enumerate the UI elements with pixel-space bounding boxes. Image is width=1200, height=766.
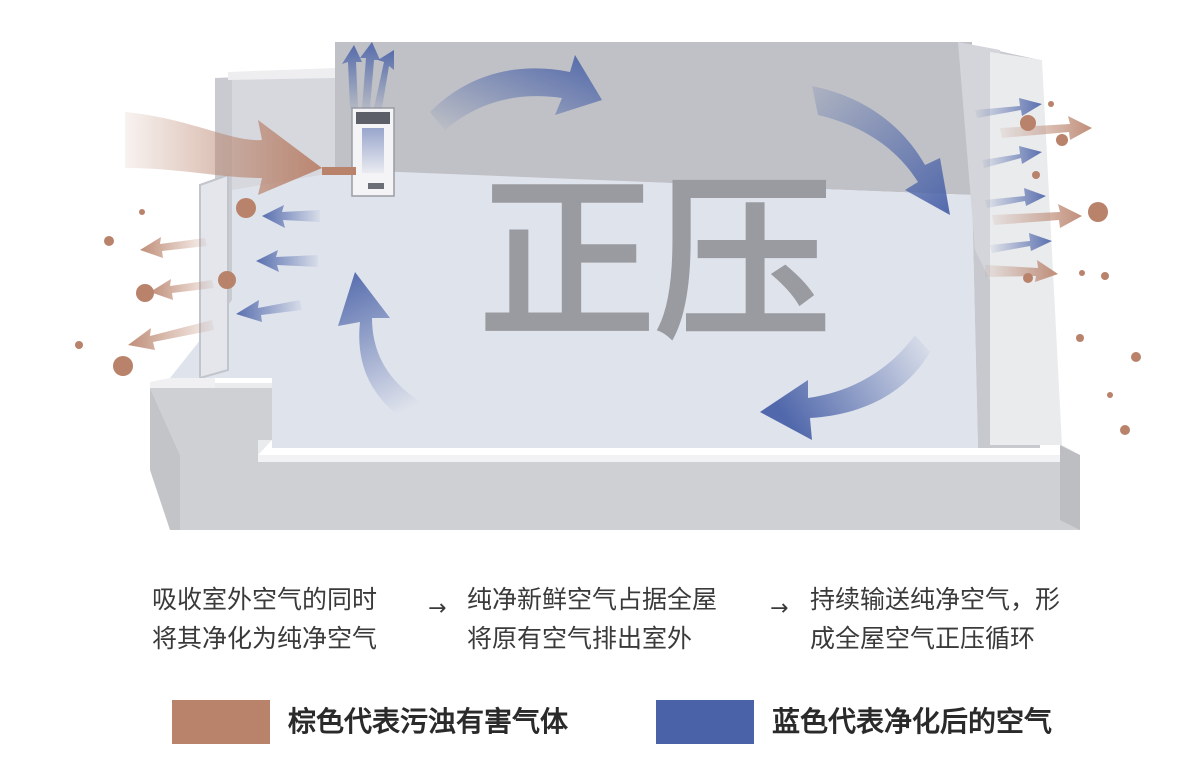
right-outflow-brown: [985, 116, 1092, 282]
step-2-line2: 将原有空气排出室外: [467, 624, 693, 653]
curved-arrow-icon: [760, 335, 930, 440]
step-arrow-icon: →: [770, 596, 789, 621]
curved-arrow-icon: [812, 86, 950, 215]
legend-purified-swatch: [656, 700, 754, 744]
step-1: 吸收室外空气的同时 将其净化为纯净空气: [152, 580, 377, 658]
room-diagram: 正压: [75, 42, 1141, 530]
purifier-output-arrows: [342, 42, 394, 108]
legend-polluted-label: 棕色代表污浊有害气体: [288, 705, 569, 738]
step-1-line1: 吸收室外空气的同时: [152, 585, 378, 614]
step-2: 纯净新鲜空气占据全屋 将原有空气排出室外: [467, 580, 717, 658]
step-3-line1: 持续输送纯净空气，形: [810, 585, 1061, 614]
curved-arrow-icon: [338, 272, 435, 430]
step-arrow-icon: →: [428, 596, 447, 621]
air-purifier-icon: [351, 107, 395, 197]
title-text: 正压: [479, 159, 831, 364]
intake-brown-arrow: [125, 112, 322, 195]
left-outflow-brown: [128, 237, 214, 350]
curved-arrow-icon: [430, 55, 602, 130]
step-3: 持续输送纯净空气，形 成全屋空气正压循环: [810, 580, 1060, 658]
step-1-line2: 将其净化为纯净空气: [152, 624, 378, 653]
legend-polluted-swatch: [172, 700, 270, 744]
left-inflow-arrows: [236, 205, 320, 322]
step-2-line1: 纯净新鲜空气占据全屋: [467, 585, 718, 614]
step-3-line2: 成全屋空气正压循环: [810, 624, 1036, 653]
particle-icon: [75, 101, 1141, 435]
right-outflow-blue: [975, 98, 1052, 253]
legend-purified-label: 蓝色代表净化后的空气: [772, 705, 1053, 738]
